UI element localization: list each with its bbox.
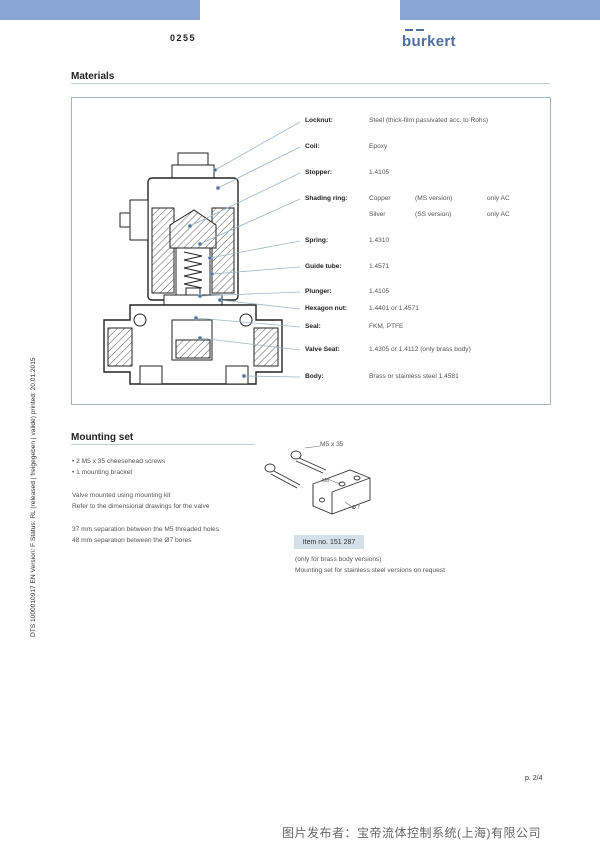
- material-value-guide-tube: 1.4571: [369, 263, 390, 270]
- material-value2-shading-ring: Silver: [369, 211, 386, 218]
- drawing-label-m6: M6: [322, 478, 329, 484]
- mounting-desc-1: Valve mounted using mounting kit: [72, 492, 171, 499]
- material-value-seal: FKM, PTFE: [369, 323, 404, 330]
- material-name-shading-ring: Shading ring:: [305, 195, 348, 202]
- product-code: 0255: [170, 33, 197, 43]
- mounting-desc-2: Refer to the dimensional drawings for th…: [72, 503, 210, 510]
- material-note-shading-ring: only AC: [487, 195, 510, 202]
- material-name-seal: Seal:: [305, 323, 321, 330]
- brand-logo: burkert: [402, 29, 456, 50]
- material-value-stopper: 1.4105: [369, 169, 390, 176]
- header-band-left: [0, 0, 200, 20]
- material-version-shading-ring: (MS version): [415, 195, 453, 202]
- drawing-label-bore: Ø 7: [352, 505, 361, 511]
- material-value-valve-seat: 1.4305 or 1.4112 (only brass body): [369, 346, 471, 353]
- document-sidebar-text: DTS 1000010917 EN Version: F Status: RL …: [30, 357, 37, 637]
- material-name-coil: Coil:: [305, 143, 320, 150]
- mounting-bullet-bracket: • 1 mounting bracket: [72, 469, 133, 476]
- mounting-note-2: Mounting set for stainless steel version…: [295, 567, 445, 574]
- mounting-sep-1: 37 mm separation between the M5 threaded…: [72, 526, 219, 533]
- header-band-right: [400, 0, 600, 20]
- material-name-locknut: Locknut:: [305, 117, 333, 124]
- mounting-title-rule: [71, 444, 255, 445]
- mounting-note-1: (only for brass body versions): [295, 556, 382, 563]
- materials-title-rule: [71, 83, 550, 84]
- material-name-stopper: Stopper:: [305, 169, 333, 176]
- page-number: p. 2/4: [525, 775, 543, 782]
- material-name-spring: Spring:: [305, 237, 329, 244]
- material-value-hexagon-nut: 1.4401 or 1.4571: [369, 305, 419, 312]
- material-value-locknut: Steel (thick-film passivated acc. to Roh…: [369, 117, 489, 124]
- brand-logo-text: burkert: [402, 33, 456, 50]
- material-name-body: Body:: [305, 373, 324, 380]
- mounting-title: Mounting set: [71, 432, 134, 443]
- material-name-guide-tube: Guide tube:: [305, 263, 342, 270]
- material-note2-shading-ring: only AC: [487, 211, 510, 218]
- mounting-sep-2: 48 mm separation between the Ø7 bores: [72, 537, 192, 544]
- materials-box: [71, 97, 551, 405]
- material-value-plunger: 1.4105: [369, 288, 390, 295]
- mounting-bullet-screws: • 2 M5 x 35 cheesehead screws: [72, 458, 166, 465]
- drawing-label-screw: M5 x 35: [320, 441, 344, 448]
- material-value-spring: 1.4310: [369, 237, 390, 244]
- material-name-valve-seat: Valve Seat:: [305, 346, 340, 353]
- item-number-badge: Item no. 151 287: [294, 535, 364, 549]
- material-version2-shading-ring: (SS version): [415, 211, 452, 218]
- material-name-plunger: Plunger:: [305, 288, 332, 295]
- publisher-watermark: 图片发布者：宝帝流体控制系统(上海)有限公司: [282, 826, 541, 840]
- materials-title: Materials: [71, 71, 115, 82]
- material-value-shading-ring: Copper: [369, 195, 391, 202]
- material-value-body: Brass or stainless steel 1.4581: [369, 373, 459, 380]
- material-name-hexagon-nut: Hexagon nut:: [305, 305, 348, 312]
- material-value-coil: Epoxy: [369, 143, 388, 150]
